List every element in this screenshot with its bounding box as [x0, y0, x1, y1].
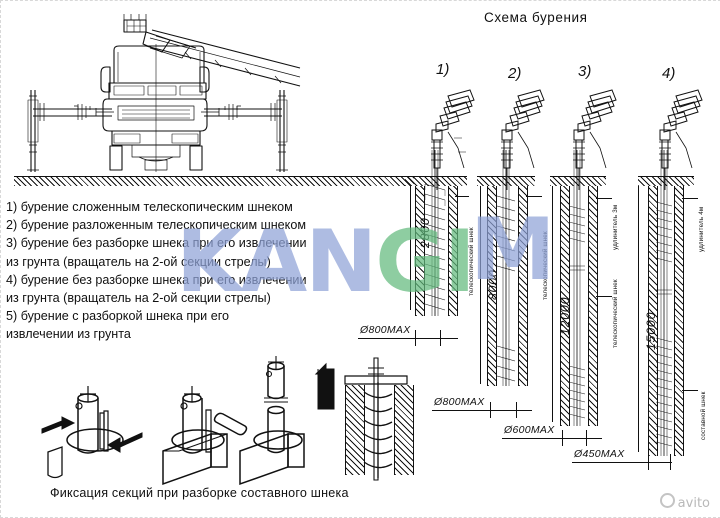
diameter-tick-l-2	[490, 402, 491, 418]
diameter-tick-l-1	[415, 330, 416, 346]
diameter-label-2: Ø800MAX	[434, 396, 485, 408]
diameter-leader-4	[572, 462, 672, 463]
dimension-line-2	[480, 186, 481, 384]
borehole-wall-right-1	[448, 186, 458, 316]
avito-brand-label: avito	[677, 496, 710, 511]
ground-hatch-col3	[550, 176, 606, 186]
drawing-title: Схема бурения	[484, 10, 588, 25]
truck-crane-illustration	[0, 0, 301, 190]
column-number-3: 3)	[578, 63, 592, 80]
borehole-wall-left-step4	[345, 385, 365, 475]
column-number-1: 1)	[436, 61, 450, 78]
column-number-2: 2)	[508, 65, 522, 82]
watermark-part-1: KAN	[176, 212, 377, 312]
legend-item-5: 5) бурение с разборкой шнека при его	[6, 309, 230, 324]
ground-hatch-left	[14, 176, 414, 186]
extender-label-4: удлинитель 4м	[698, 206, 705, 252]
rig-head-2	[490, 86, 556, 196]
legend-item-1: 1) бурение сложенным телескопическим шне…	[6, 200, 293, 214]
dimension-line-3	[552, 186, 553, 422]
extender-label-3: удлинитель 3м	[612, 204, 619, 250]
leader-line-4	[682, 390, 698, 391]
borehole-wall-right-2	[518, 186, 528, 386]
auger-label-4: составной шнек	[700, 391, 707, 440]
watermark-part-3: M	[470, 200, 556, 300]
dimension-line-1	[410, 186, 413, 310]
borehole-wall-right-4	[674, 186, 684, 456]
legend-item-3-cont: из грунта (вращатель на 2-ой секции стре…	[6, 254, 271, 269]
ground-hatch-col4	[638, 176, 694, 186]
leader-line-3	[596, 296, 612, 297]
avito-logo-icon	[659, 493, 675, 508]
diameter-leader-1	[358, 338, 458, 339]
auger-disassembly-sequence	[20, 356, 420, 486]
diameter-label-3: Ø600MAX	[504, 424, 555, 436]
dimension-depth-3: 12000	[558, 296, 572, 335]
borehole-wall-left-1	[415, 186, 425, 316]
legend-list: 1) бурение сложенным телескопическим шне…	[6, 198, 307, 344]
diameter-tick-r-4	[670, 454, 671, 470]
avito-brand: avito	[659, 492, 710, 511]
legend-item-5-cont: извлечении из грунта	[6, 327, 131, 342]
auger-label-3: телескопический шнек	[612, 279, 619, 348]
auger-step4	[362, 382, 395, 478]
legend-item-4-cont: из грунта (вращатель на 2-ой секции стре…	[6, 291, 271, 306]
borehole-wall-left-3	[560, 186, 570, 426]
dimension-depth-4: 15000	[644, 311, 658, 350]
extender-leader-3	[596, 198, 612, 199]
diameter-label-1: Ø800MAX	[360, 324, 411, 336]
auger-4	[654, 150, 675, 456]
legend-item-3: 3) бурение без разборке шнека при его из…	[6, 236, 307, 251]
diameter-tick-r-3	[586, 430, 587, 446]
auger-3	[567, 150, 588, 426]
watermark-part-2: GI	[375, 212, 476, 312]
diameter-tick-l-3	[562, 430, 563, 446]
diameter-leader-2	[432, 410, 532, 411]
borehole-wall-right-3	[588, 186, 598, 426]
rig-head-1	[418, 86, 486, 196]
legend-item-2: 2) бурение разложенным телескопическим ш…	[6, 218, 306, 233]
diameter-label-4: Ø450MAX	[574, 448, 625, 460]
ground-hatch-col1	[405, 176, 467, 186]
diameter-tick-l-4	[648, 454, 649, 470]
watermark-kangim: KANGI	[176, 212, 476, 312]
borehole-wall-left-4	[648, 186, 658, 456]
column-number-4: 4)	[662, 65, 676, 82]
leader-line-2	[526, 196, 542, 197]
disassembly-caption: Фиксация секций при разборке составного …	[50, 486, 349, 500]
diameter-tick-r-2	[516, 402, 517, 418]
borehole-wall-right-step4	[394, 385, 414, 475]
diameter-leader-3	[502, 438, 602, 439]
borehole-wall-left-2	[487, 186, 497, 386]
watermark-kangim-tail: M	[470, 200, 556, 300]
legend-item-4: 4) бурение без разборке шнека при его из…	[6, 272, 307, 287]
diameter-tick-r-1	[440, 330, 441, 346]
auger-2	[495, 150, 518, 386]
rig-head-3	[562, 86, 628, 196]
extender-leader-4	[682, 198, 698, 199]
leader-line-1	[455, 196, 469, 197]
ground-hatch-col2	[477, 176, 535, 186]
dimension-line-4	[638, 186, 639, 452]
rig-head-4	[648, 86, 716, 196]
